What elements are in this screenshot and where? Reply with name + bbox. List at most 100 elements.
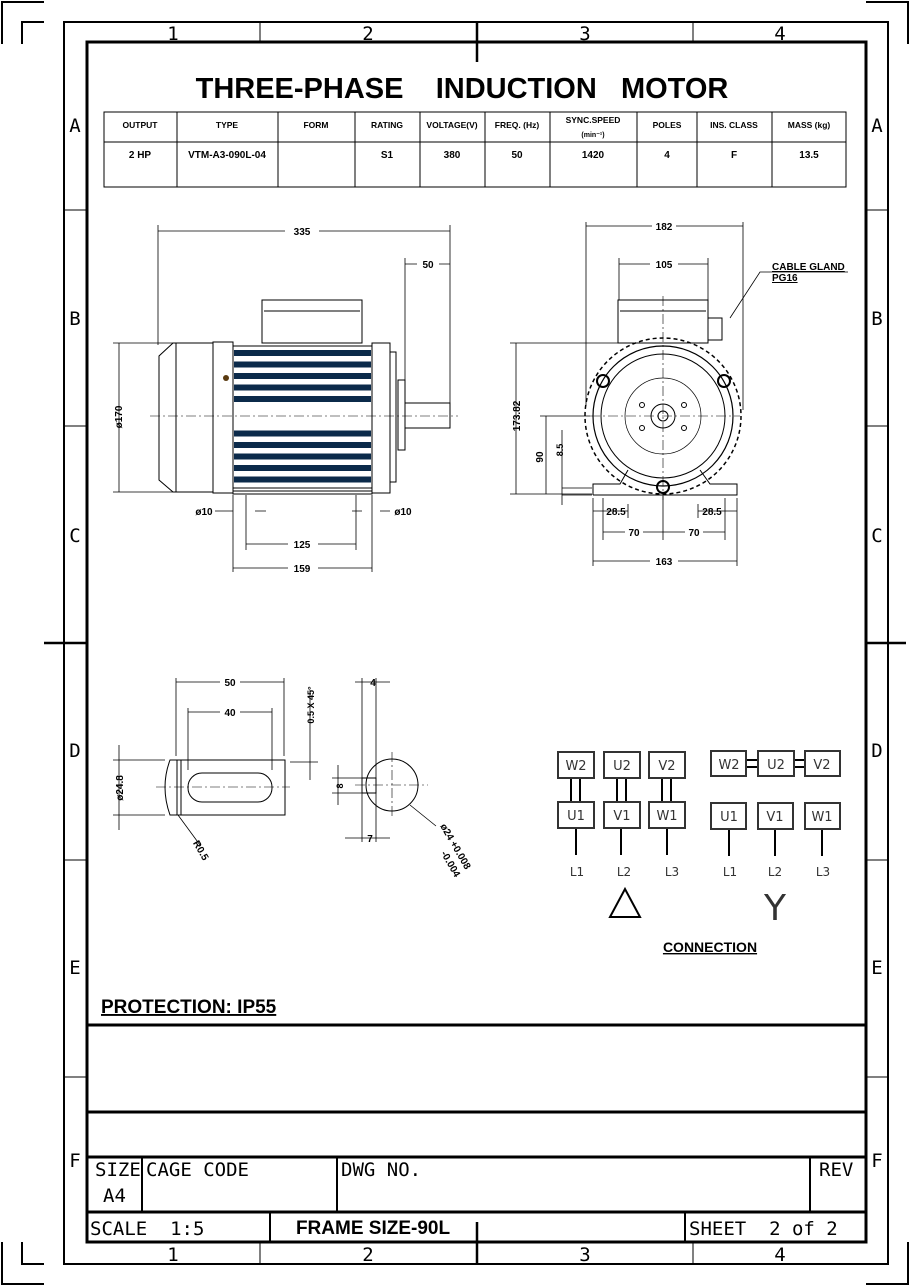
svg-text:40: 40 xyxy=(224,708,236,719)
svg-text:L1: L1 xyxy=(570,865,584,879)
svg-text:4: 4 xyxy=(774,23,785,45)
cooling-fin xyxy=(234,465,371,471)
svg-text:2: 2 xyxy=(362,1244,373,1266)
svg-text:1: 1 xyxy=(167,23,178,45)
svg-text:V2: V2 xyxy=(658,759,675,774)
svg-text:SIZE: SIZE xyxy=(95,1159,141,1181)
svg-text:13.5: 13.5 xyxy=(799,150,819,161)
svg-text:E: E xyxy=(69,957,80,979)
svg-text:0.5 X 45°: 0.5 X 45° xyxy=(306,686,316,724)
svg-text:S1: S1 xyxy=(381,150,394,161)
svg-text:F: F xyxy=(731,150,737,161)
svg-text:2 HP: 2 HP xyxy=(129,150,152,161)
svg-text:FREQ. (Hz): FREQ. (Hz) xyxy=(495,120,540,130)
svg-text:L3: L3 xyxy=(816,865,830,879)
svg-text:A: A xyxy=(871,115,883,137)
svg-text:C: C xyxy=(871,525,882,547)
frame-size: FRAME SIZE-90L xyxy=(296,1218,451,1239)
svg-text:173.82: 173.82 xyxy=(512,400,523,431)
svg-text:3: 3 xyxy=(579,1244,590,1266)
svg-text:105: 105 xyxy=(656,260,673,271)
svg-text:MASS (kg): MASS (kg) xyxy=(788,120,831,130)
svg-text:U1: U1 xyxy=(567,809,585,824)
svg-text:W2: W2 xyxy=(565,759,586,774)
svg-text:U1: U1 xyxy=(720,810,738,825)
svg-text:28.5: 28.5 xyxy=(606,507,626,518)
svg-text:1: 1 xyxy=(167,1244,178,1266)
svg-text:8.5: 8.5 xyxy=(555,444,565,457)
svg-text:70: 70 xyxy=(628,528,640,539)
protection-label: PROTECTION: IP55 xyxy=(101,997,277,1018)
svg-text:V1: V1 xyxy=(766,810,783,825)
shaft-tolerance: ø24 +0.008 -0.004 xyxy=(437,822,472,880)
svg-text:50: 50 xyxy=(422,260,434,271)
svg-text:OUTPUT: OUTPUT xyxy=(123,120,159,130)
svg-text:CAGE CODE: CAGE CODE xyxy=(146,1159,249,1181)
svg-text:8: 8 xyxy=(335,783,345,788)
svg-text:ø170: ø170 xyxy=(114,405,125,428)
cooling-fin xyxy=(234,430,371,437)
svg-text:SCALE 1:5: SCALE 1:5 xyxy=(90,1218,204,1240)
cooling-fin xyxy=(234,350,371,356)
svg-text:CABLE GLAND: CABLE GLAND xyxy=(772,262,845,273)
svg-text:POLES: POLES xyxy=(653,120,682,130)
svg-text:C: C xyxy=(69,525,80,547)
svg-text:RATING: RATING xyxy=(371,120,403,130)
svg-text:1420: 1420 xyxy=(582,150,605,161)
svg-text:VOLTAGE(V): VOLTAGE(V) xyxy=(426,120,477,130)
svg-text:R0.5: R0.5 xyxy=(190,839,210,863)
svg-text:D: D xyxy=(69,740,80,762)
svg-text:REV: REV xyxy=(819,1159,853,1181)
svg-text:L2: L2 xyxy=(768,865,782,879)
svg-text:F: F xyxy=(871,1150,882,1172)
zone-dividers xyxy=(44,22,906,1264)
drawing-title: THREE-PHASE INDUCTION MOTOR xyxy=(196,73,729,105)
svg-text:7: 7 xyxy=(367,834,373,845)
cooling-fins xyxy=(234,350,371,483)
svg-text:L1: L1 xyxy=(723,865,737,879)
svg-text:DWG NO.: DWG NO. xyxy=(341,1159,421,1181)
svg-text:163: 163 xyxy=(656,557,673,568)
svg-text:28.5: 28.5 xyxy=(702,507,722,518)
svg-text:W1: W1 xyxy=(656,809,677,824)
svg-text:W1: W1 xyxy=(811,810,832,825)
svg-text:L3: L3 xyxy=(665,865,679,879)
svg-text:4: 4 xyxy=(370,678,376,689)
svg-text:SYNC.SPEED: SYNC.SPEED xyxy=(566,115,621,125)
svg-text:INS. CLASS: INS. CLASS xyxy=(710,120,758,130)
svg-text:50: 50 xyxy=(224,678,236,689)
svg-text:W2: W2 xyxy=(718,758,739,773)
outer-frame xyxy=(63,21,889,1265)
svg-text:TYPE: TYPE xyxy=(216,120,239,130)
cooling-fin xyxy=(234,442,371,448)
svg-text:FORM: FORM xyxy=(303,120,328,130)
svg-text:182: 182 xyxy=(656,222,673,233)
svg-text:D: D xyxy=(871,740,882,762)
svg-text:ø10: ø10 xyxy=(195,507,213,518)
svg-text:(min⁻¹): (min⁻¹) xyxy=(581,132,604,139)
svg-text:380: 380 xyxy=(444,150,461,161)
cooling-fin xyxy=(234,453,371,460)
svg-text:VTM-A3-090L-04: VTM-A3-090L-04 xyxy=(188,150,266,161)
cooling-fin xyxy=(234,361,371,368)
svg-text:125: 125 xyxy=(294,540,311,551)
svg-text:335: 335 xyxy=(294,227,311,238)
svg-text:70: 70 xyxy=(688,528,700,539)
cooling-fin xyxy=(234,396,371,402)
svg-text:ø24.8: ø24.8 xyxy=(115,775,126,801)
svg-text:E: E xyxy=(871,957,882,979)
side-view-dimensions: 335 50 ø170 ø10 ø10 125 159 xyxy=(113,224,451,575)
svg-text:SHEET 2 of 2: SHEET 2 of 2 xyxy=(689,1218,838,1240)
svg-text:U2: U2 xyxy=(767,758,785,773)
svg-text:A: A xyxy=(69,115,81,137)
motor-side-view xyxy=(150,299,458,495)
front-view-dimensions: 182 105 173.82 90 8.5 28.5 28.5 70 70 16… xyxy=(510,219,848,568)
svg-text:PG16: PG16 xyxy=(772,273,798,284)
cooling-fin xyxy=(234,373,371,379)
svg-text:90: 90 xyxy=(535,451,546,463)
svg-text:3: 3 xyxy=(579,23,590,45)
